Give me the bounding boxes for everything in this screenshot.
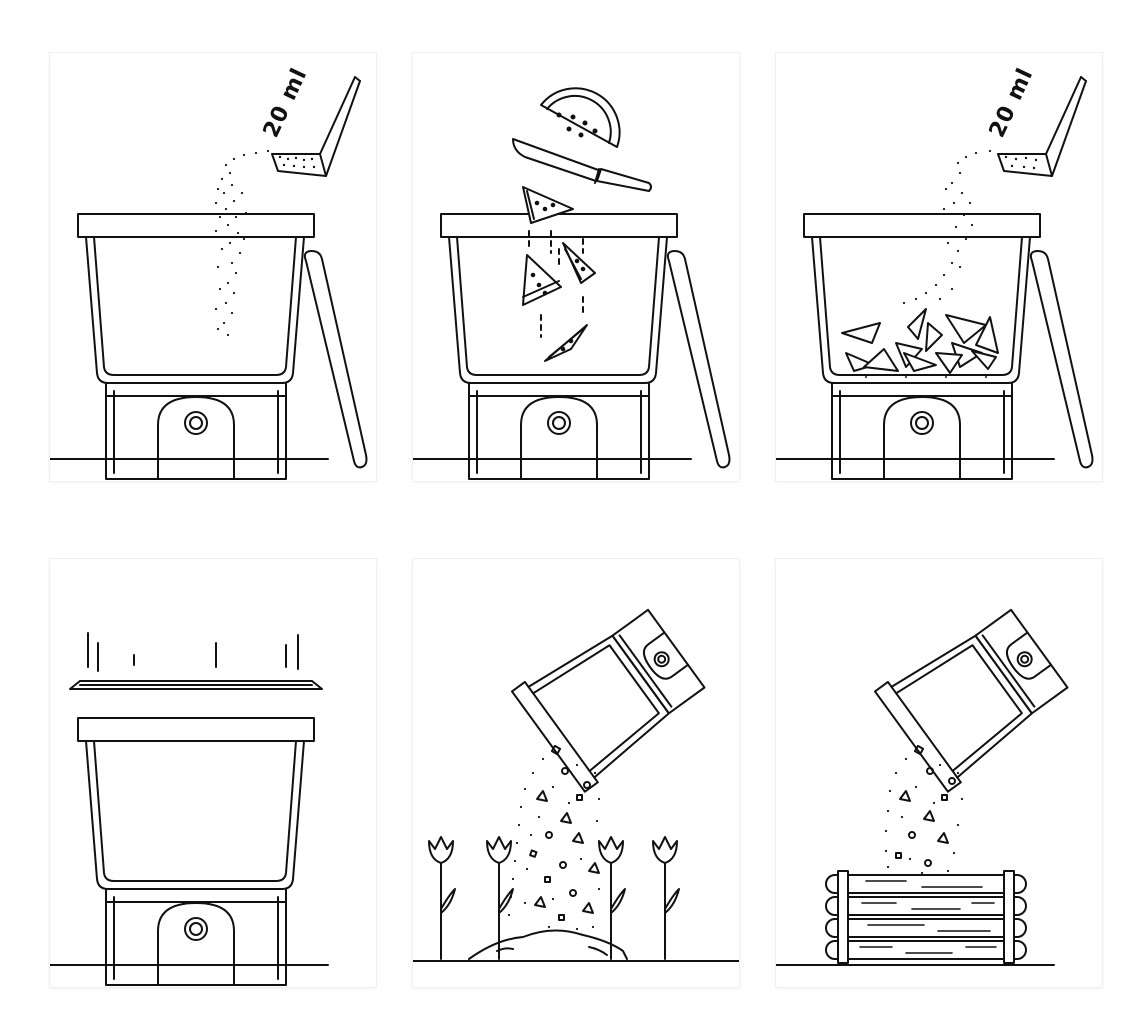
bucket [440, 213, 731, 480]
compost-particles [507, 757, 603, 931]
food-scraps-pile [841, 308, 999, 374]
bucket [77, 717, 315, 986]
bucket-body [811, 236, 1031, 384]
crate-plank [825, 874, 1027, 894]
knife-icon [512, 138, 652, 192]
step-4-illustration [50, 632, 329, 986]
step-5-panel [413, 559, 739, 987]
step-2-panel [413, 53, 739, 481]
bucket-lid-leaning [1029, 250, 1094, 469]
bucket-body [85, 740, 305, 890]
crate-plank [825, 918, 1027, 938]
bucket-rim [440, 213, 678, 238]
watermelon-slice-icon [544, 324, 588, 362]
bucket [803, 213, 1094, 480]
step-4-panel [50, 559, 376, 987]
step-6-panel [776, 559, 1102, 987]
bucket-door [157, 902, 235, 986]
bucket-body [85, 236, 305, 384]
watermelon-half-icon [540, 87, 621, 148]
compost-particles [884, 757, 964, 875]
scoop-volume-label: 20 ml [985, 64, 1039, 141]
bucket-lid-leaning [303, 250, 368, 469]
bucket-lid-leaning [666, 250, 731, 469]
bucket-rim [77, 213, 315, 238]
bucket-rim [77, 717, 315, 742]
spigot-icon [547, 411, 571, 435]
spigot-icon [910, 411, 934, 435]
watermelon-slice-icon [522, 254, 562, 306]
step-6-illustration [776, 608, 1069, 966]
crate-plank [825, 940, 1027, 960]
bucket [77, 213, 368, 480]
bucket-rim [803, 213, 1041, 238]
spigot-icon [653, 651, 670, 668]
spigot-icon [184, 411, 208, 435]
tulip-icon [486, 836, 514, 960]
tulip-icon [428, 836, 456, 960]
bucket-door [1005, 631, 1053, 680]
falling-compost [529, 744, 600, 921]
tipped-bucket [510, 608, 706, 793]
tipped-bucket [873, 608, 1069, 793]
falling-compost [895, 744, 956, 867]
bucket-door [520, 396, 598, 480]
tulip-icon [598, 836, 626, 960]
falling-motion-lines [528, 230, 584, 338]
bran-particles [845, 149, 1038, 378]
crate-plank [825, 896, 1027, 916]
watermelon-slice-icon [522, 186, 574, 224]
bucket-door [883, 396, 961, 480]
bucket-door [157, 396, 235, 480]
bucket-body [448, 236, 668, 384]
compost-crate [825, 870, 1027, 964]
step-3-panel: 20 ml [776, 53, 1102, 481]
bran-particles [214, 149, 316, 337]
bucket-rim [873, 680, 962, 793]
step-2-illustration [413, 87, 731, 480]
measuring-scoop [271, 76, 361, 177]
step-1-illustration: 20 ml [50, 64, 368, 480]
tulip-icon [652, 836, 680, 960]
watermelon-slice-icon [562, 242, 596, 284]
compost-mound [468, 929, 628, 960]
step-5-illustration [413, 608, 739, 962]
bucket-rim [510, 680, 599, 793]
step-1-panel: 20 ml [50, 53, 376, 481]
motion-lines [87, 632, 299, 672]
bucket-door [642, 631, 690, 680]
bucket-lid [69, 680, 323, 690]
measuring-scoop [997, 76, 1087, 177]
spigot-icon [184, 917, 208, 941]
spigot-icon [1016, 651, 1033, 668]
scoop-volume-label: 20 ml [259, 64, 313, 141]
step-3-illustration: 20 ml [776, 64, 1094, 480]
